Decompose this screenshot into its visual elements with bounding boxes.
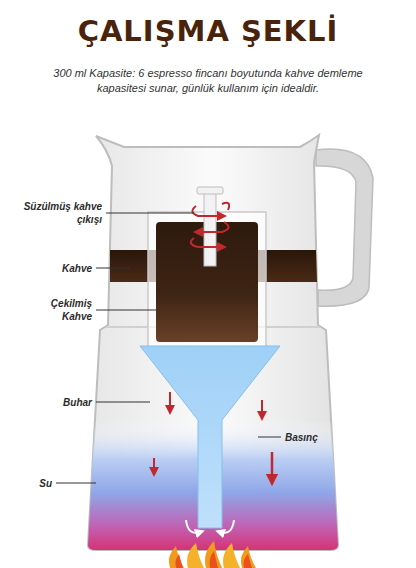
steam-arrow xyxy=(261,400,263,416)
filter-basket xyxy=(148,212,266,348)
burner-flame xyxy=(169,541,256,568)
intake-arrow xyxy=(220,520,234,533)
steam-arrow xyxy=(169,392,171,410)
outlet-tube xyxy=(204,192,216,266)
pressure-arrow xyxy=(271,452,274,480)
outlet-cap xyxy=(197,187,223,194)
intake-arrow xyxy=(186,520,200,533)
funnel xyxy=(140,346,280,528)
part-label: Su xyxy=(16,477,52,490)
caption: 300 ml Kapasite: 6 espresso fincanı boyu… xyxy=(28,66,388,96)
part-label: Kahve xyxy=(40,262,92,275)
part-label: Basınç xyxy=(285,431,335,444)
part-label: Süzülmüş kahve çıkışı xyxy=(12,200,102,226)
title: ÇALIŞMA ŞEKLİ xyxy=(8,14,408,48)
part-label: Çekilmiş Kahve xyxy=(30,297,92,323)
flow-arrow xyxy=(192,206,222,216)
flow-arrow xyxy=(191,238,222,247)
pressure-arrow xyxy=(153,458,155,472)
handle xyxy=(316,149,373,306)
flow-arrow xyxy=(198,222,229,232)
part-label: Buhar xyxy=(40,396,92,409)
leader-line xyxy=(56,213,281,483)
flow-arrow xyxy=(222,203,229,210)
